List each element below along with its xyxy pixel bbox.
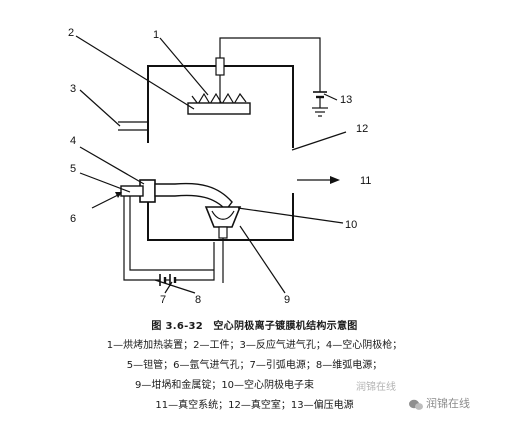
feedthrough-insulator <box>215 57 225 76</box>
workpiece <box>187 102 251 115</box>
leader-lines <box>75 35 347 294</box>
label-11: 11 <box>360 175 371 187</box>
label-3: 3 <box>70 83 76 95</box>
caption-legend-line-2: 5—钽管；6—氩气进气孔；7—引弧电源；8—维弧电源； <box>126 360 383 371</box>
watermark-faint-text: 润锦在线 <box>356 382 396 393</box>
caption-legend-line-4: 11—真空系统；12—真空室；13—偏压电源 <box>155 400 354 411</box>
caption-legend-line-3: 9—坩埚和金属锭；10—空心阴极电子束 <box>134 380 315 391</box>
vacuum-outlet-arrow <box>297 176 340 184</box>
argon-inlet-arrow <box>91 192 122 209</box>
hollow-cathode-gun <box>120 179 233 212</box>
heater-coil <box>191 92 247 106</box>
reaction-gas-inlet <box>118 121 148 131</box>
label-1: 1 <box>153 29 159 41</box>
label-4: 4 <box>70 135 76 147</box>
label-7: 7 <box>160 294 166 306</box>
hollow-cathode-diagram: 1 2 3 4 5 6 7 8 9 10 11 12 13 <box>68 27 371 306</box>
figure-caption-title: 图 3.6-32 空心阴极离子镀膜机结构示意图 <box>151 321 358 332</box>
crucible <box>204 206 242 283</box>
label-2: 2 <box>68 27 74 39</box>
watermark-brand-text: 润锦在线 <box>426 397 470 410</box>
watermark-logo-icon <box>409 396 423 410</box>
label-13: 13 <box>340 94 352 106</box>
label-6: 6 <box>70 213 76 225</box>
label-10: 10 <box>345 219 357 231</box>
label-8: 8 <box>195 294 201 306</box>
arc-power-circuit <box>123 196 215 286</box>
caption-legend-line-1: 1—烘烤加热装置；2—工件；3—反应气进气孔；4—空心阴极枪； <box>106 340 403 351</box>
bias-power-supply <box>219 37 328 117</box>
label-12: 12 <box>356 123 368 135</box>
label-5: 5 <box>70 163 76 175</box>
label-9: 9 <box>284 294 290 306</box>
